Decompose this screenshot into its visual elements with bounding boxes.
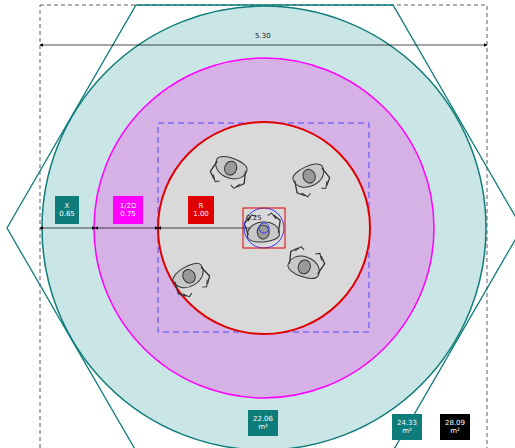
center-circle — [244, 208, 284, 248]
node-text: 0.65 — [59, 210, 75, 218]
node-text: 24.33 m² — [395, 419, 419, 435]
dimension-box: X0.65 — [55, 196, 79, 224]
node-text: X — [65, 202, 70, 210]
node-text: 22.06 m² — [251, 415, 275, 431]
dimension-line — [40, 45, 487, 46]
center-square — [243, 208, 285, 248]
dimension-box: 1/2D0.75 — [113, 196, 143, 224]
boundary-rect — [40, 5, 487, 448]
center-dot — [259, 223, 269, 233]
outer-circle — [42, 6, 486, 448]
area-box: 22.06 m² — [248, 410, 278, 436]
node-text: 1/2D — [120, 202, 137, 210]
hexagon — [7, 5, 515, 448]
node-text: 1.00 — [193, 210, 209, 218]
area-box: 24.33 m² — [392, 414, 422, 440]
person-figure — [289, 160, 333, 201]
middle-circle — [94, 58, 434, 398]
area-box: 28.09 m² — [440, 414, 470, 440]
dimension-line — [95, 228, 158, 229]
person-figure — [208, 153, 251, 192]
person-figure — [168, 259, 213, 301]
node-text: 28.09 m² — [443, 419, 467, 435]
dimension-value: 0.25 — [245, 215, 263, 222]
node-text: R — [199, 202, 204, 210]
dimension-box: R1.00 — [188, 196, 214, 224]
person-figure — [284, 244, 327, 283]
dimension-line — [40, 228, 95, 229]
node-text: 0.75 — [120, 210, 136, 218]
dimension-value: 5.30 — [254, 33, 272, 40]
inner-circle — [158, 122, 370, 334]
person-figure — [244, 212, 282, 243]
